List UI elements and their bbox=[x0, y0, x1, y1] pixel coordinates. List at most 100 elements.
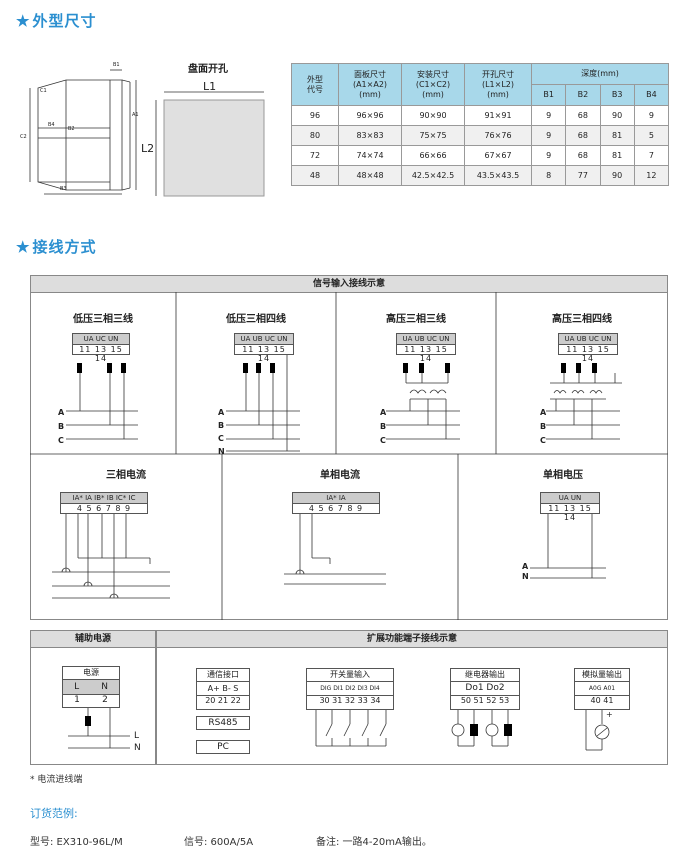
cell: 68 bbox=[565, 105, 601, 126]
cell-title: 低压三相四线 bbox=[226, 314, 286, 325]
order-model: 型号: EX310-96L/M bbox=[30, 837, 123, 848]
cell: 5 bbox=[633, 125, 670, 146]
analog-title: 模拟量输出 bbox=[575, 669, 629, 682]
phase-labels: A B C bbox=[540, 406, 546, 448]
cell: 81 bbox=[599, 125, 635, 146]
power-title: 电源 bbox=[63, 667, 119, 680]
section-title-text: 接线方式 bbox=[32, 238, 97, 256]
section-title-dimensions: ★外型尺寸 bbox=[16, 10, 96, 31]
terminal-numbers: 11 13 15 14 bbox=[242, 345, 286, 363]
cell: 90 bbox=[599, 105, 635, 126]
phase-a-label: A bbox=[540, 408, 547, 417]
terminal-block: UA UB UC UN 11 13 15 14 bbox=[396, 333, 456, 363]
phase-b-label: B bbox=[58, 422, 65, 431]
signal-input-panel: 信号输入接线示意 bbox=[30, 275, 668, 620]
line-n-label: N bbox=[134, 743, 141, 753]
line-labels: L N bbox=[134, 730, 141, 754]
terminal-labels: IA* IA IB* IB IC* IC bbox=[61, 493, 147, 504]
cell: 75×75 bbox=[401, 125, 465, 146]
analog-terminal-block: 模拟量输出 A0G A01 40 41 bbox=[574, 668, 630, 710]
line-l-label: L bbox=[134, 731, 140, 741]
l1-label: L1 bbox=[203, 80, 217, 93]
cell: 42.5×42.5 bbox=[401, 165, 465, 186]
cell: 9 bbox=[530, 105, 567, 126]
terminal-block: UA UC UN 11 13 15 14 bbox=[72, 333, 130, 363]
phase-b-label: B bbox=[540, 422, 547, 431]
terminal-labels: UA UN bbox=[541, 493, 599, 504]
terminal-numbers: 4 5 6 7 8 9 bbox=[76, 504, 132, 513]
power-label-n: N bbox=[101, 682, 108, 692]
switch-title: 开关量输入 bbox=[307, 669, 393, 682]
b1-label: B1 bbox=[113, 62, 120, 68]
cell-title: 高压三相四线 bbox=[552, 314, 612, 325]
section-title-wiring: ★接线方式 bbox=[16, 236, 96, 257]
relay-terminal-block: 继电器输出 Do1 Do2 50 51 52 53 bbox=[450, 668, 520, 710]
terminal-block: IA* IA 4 5 6 7 8 9 bbox=[292, 492, 380, 514]
pc-box: PC bbox=[196, 740, 250, 754]
power-label-l: L bbox=[74, 682, 80, 692]
col-b3: B3 bbox=[599, 84, 635, 106]
b2-label: B2 bbox=[68, 126, 75, 132]
cell: 83×83 bbox=[338, 125, 402, 146]
c1-label: C1 bbox=[40, 88, 47, 94]
terminal-labels: UA UB UC UN bbox=[235, 334, 293, 345]
cell-title: 低压三相三线 bbox=[73, 314, 133, 325]
cell: 67×67 bbox=[464, 145, 532, 166]
order-signal: 信号: 600A/5A bbox=[184, 837, 254, 848]
comm-title: 通信接口 bbox=[197, 669, 249, 682]
analog-terms: 40 41 bbox=[590, 696, 614, 705]
relay-labels: Do1 Do2 bbox=[451, 682, 519, 696]
relay-terms: 50 51 52 53 bbox=[460, 696, 510, 705]
cell: 9 bbox=[633, 105, 670, 126]
phase-labels: A N bbox=[522, 562, 529, 582]
cell: 48×48 bbox=[338, 165, 402, 186]
phase-a-label: A bbox=[522, 562, 529, 571]
phase-labels: A B C bbox=[380, 406, 386, 448]
cell: 48 bbox=[291, 165, 339, 186]
phase-labels: A B C bbox=[58, 406, 64, 448]
cell: 9 bbox=[530, 145, 567, 166]
star-icon: ★ bbox=[16, 12, 31, 30]
phase-n-label: N bbox=[218, 447, 225, 456]
panel-header: 辅助电源 bbox=[31, 631, 155, 648]
phase-c-label: C bbox=[380, 436, 386, 445]
section-title-text: 外型尺寸 bbox=[32, 12, 97, 30]
cell: 96 bbox=[291, 105, 339, 126]
cell-title: 三相电流 bbox=[106, 470, 146, 481]
phase-a-label: A bbox=[380, 408, 387, 417]
cell: 66×66 bbox=[401, 145, 465, 166]
terminal-numbers: 11 13 15 14 bbox=[404, 345, 448, 363]
col-hole: 开孔尺寸 (L1×L2) (mm) bbox=[464, 63, 532, 106]
cell: 68 bbox=[565, 125, 601, 146]
power-term-1: 1 bbox=[74, 695, 80, 705]
signal-panel-grid bbox=[30, 292, 668, 620]
col-depth: 深度(mm) bbox=[531, 63, 669, 85]
cell-title: 高压三相三线 bbox=[386, 314, 446, 325]
relay-wiring-drawing bbox=[451, 710, 512, 747]
analog-plus-label: + bbox=[606, 710, 613, 719]
cell: 74×74 bbox=[338, 145, 402, 166]
power-terminal-block: 电源 L N 1 2 bbox=[62, 666, 120, 708]
switch-wiring-drawing bbox=[315, 710, 387, 747]
relay-title: 继电器输出 bbox=[451, 669, 519, 682]
phase-n-label: N bbox=[522, 572, 529, 581]
cell: 90 bbox=[599, 165, 635, 186]
panel-header: 信号输入接线示意 bbox=[31, 276, 667, 293]
cell: 91×91 bbox=[464, 105, 532, 126]
c2-label: C2 bbox=[20, 134, 27, 140]
analog-wiring-drawing bbox=[585, 710, 610, 751]
phase-a-label: A bbox=[218, 408, 225, 417]
cell: 68 bbox=[565, 145, 601, 166]
rs485-box: RS485 bbox=[196, 716, 250, 730]
dimension-table: 外型 代号 面板尺寸 (A1×A2) (mm) 安装尺寸 (C1×C2) (mm… bbox=[291, 63, 670, 186]
col-b1: B1 bbox=[530, 84, 567, 106]
order-title: 订货范例: bbox=[30, 807, 78, 820]
panel-header: 扩展功能端子接线示意 bbox=[157, 631, 667, 648]
panel-cutout-drawing bbox=[155, 91, 265, 197]
a1-label: A1 bbox=[132, 112, 139, 118]
terminal-block: UA UB UC UN 11 13 15 14 bbox=[234, 333, 294, 363]
b4-label: B4 bbox=[48, 122, 55, 128]
